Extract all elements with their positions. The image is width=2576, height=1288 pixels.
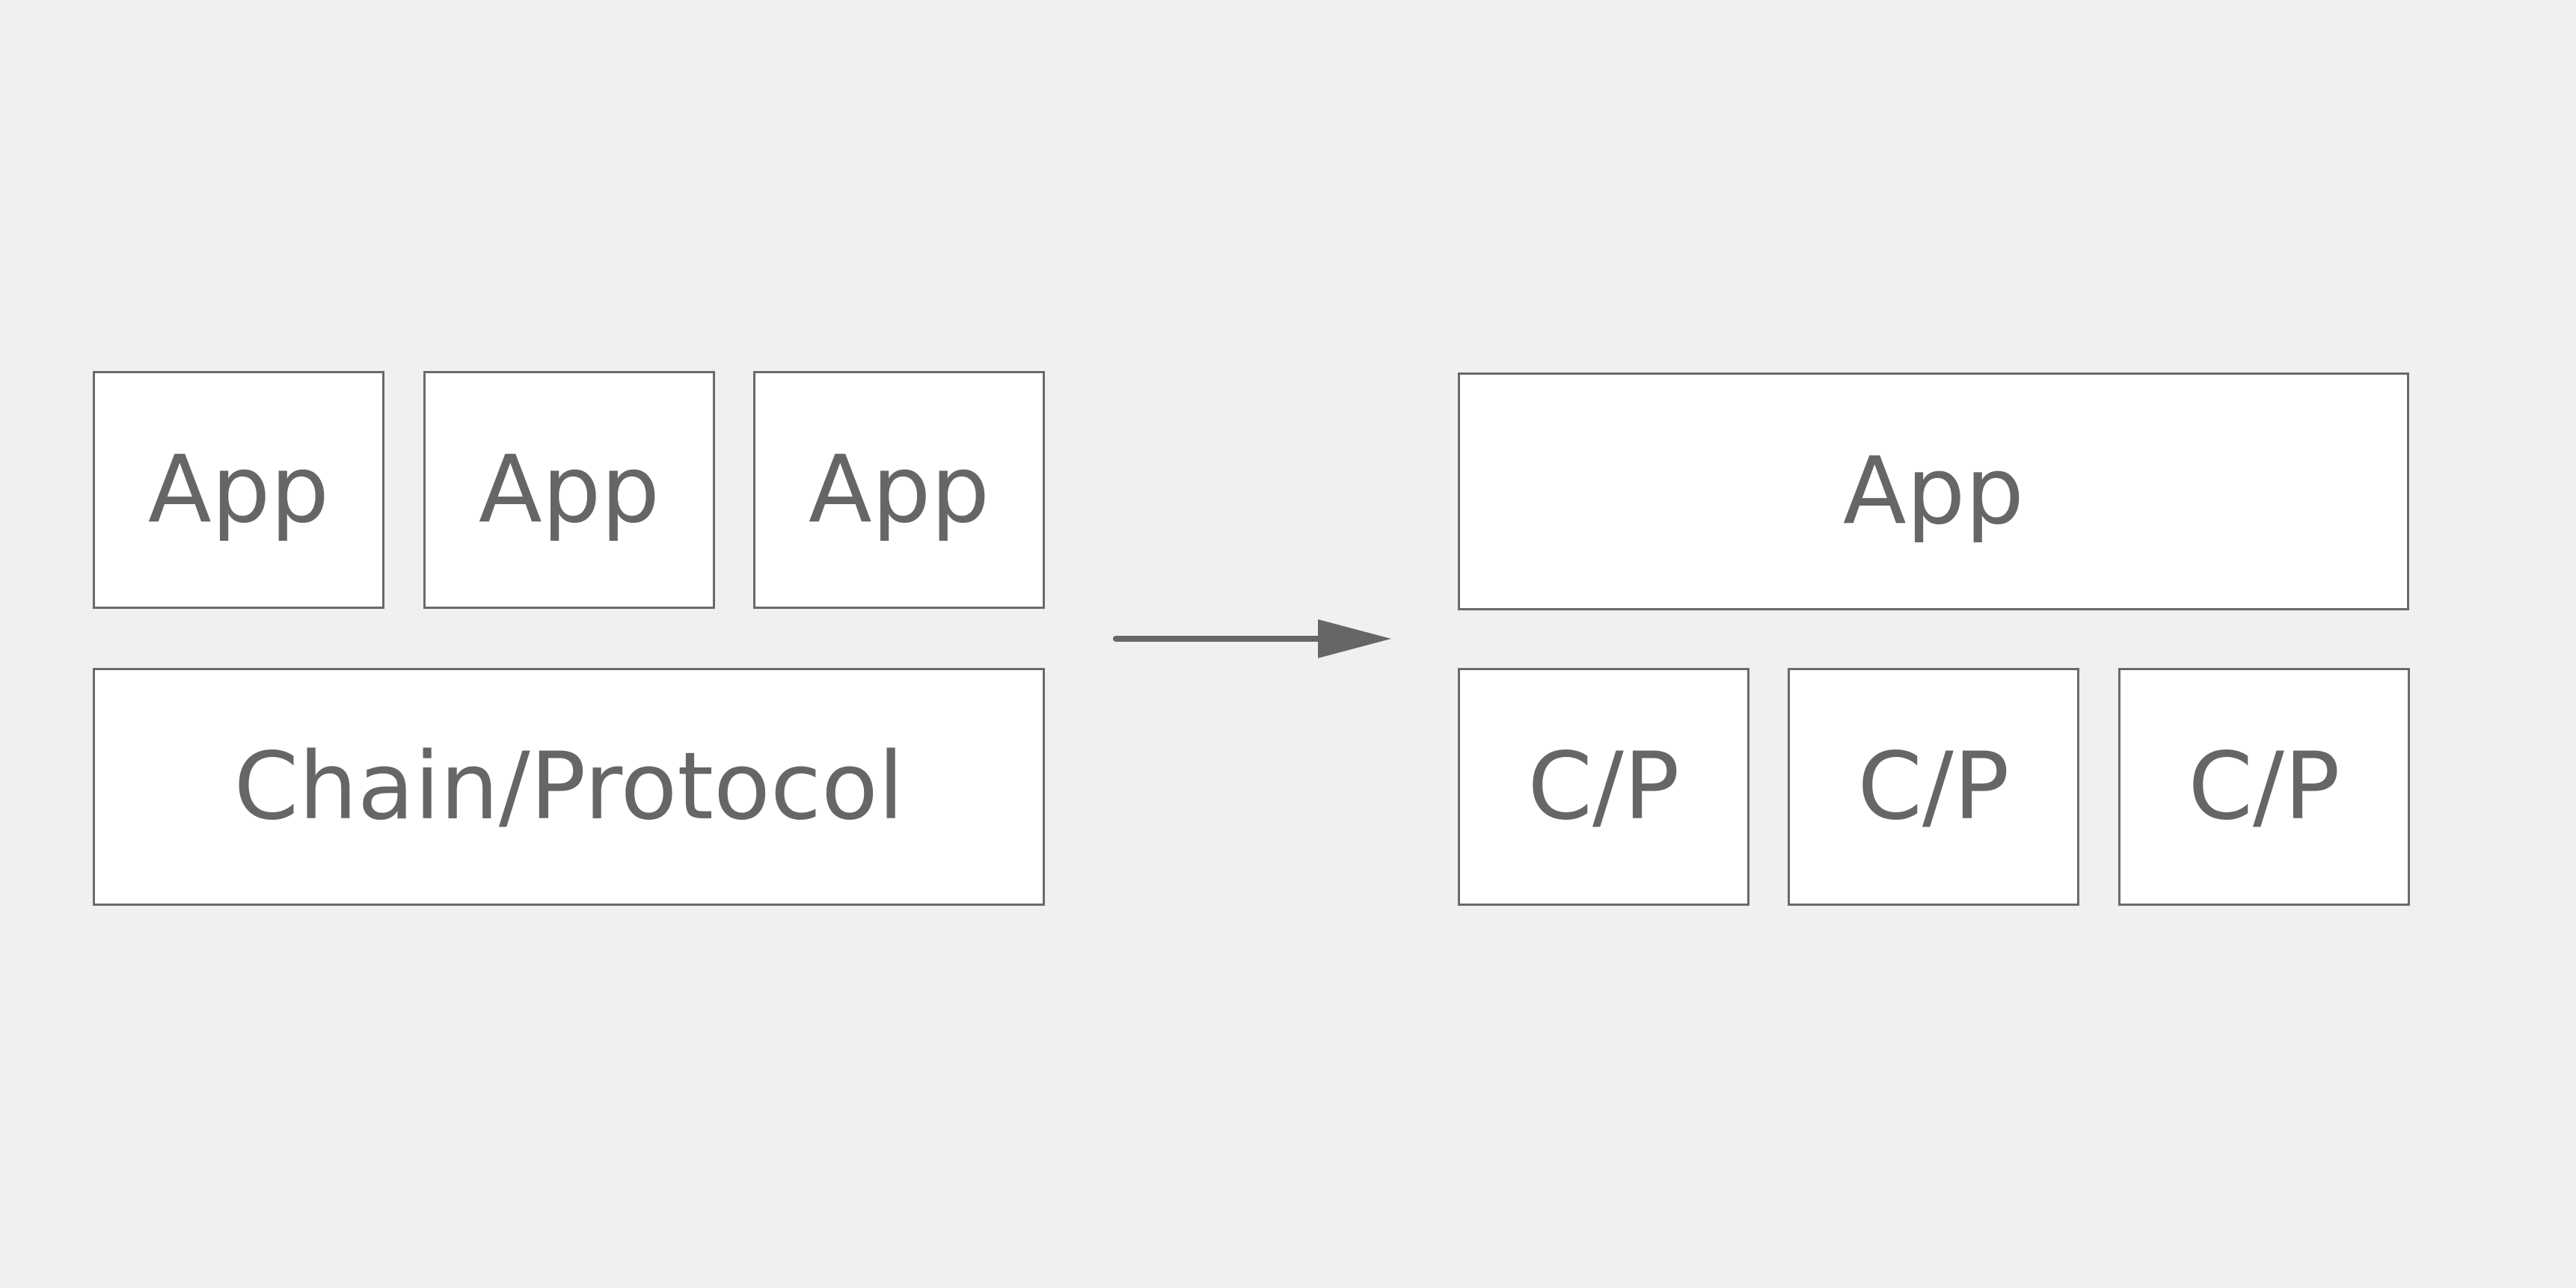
app-label: App	[478, 436, 660, 544]
chain-protocol-label: Chain/Protocol	[233, 733, 904, 841]
cp-box-3: C/P	[2118, 668, 2410, 906]
chain-protocol-box: Chain/Protocol	[93, 668, 1045, 906]
app-label: App	[147, 436, 330, 544]
cp-label: C/P	[1857, 733, 2010, 841]
cp-box-1: C/P	[1458, 668, 1749, 906]
app-wide-box: App	[1458, 372, 2409, 610]
app-box-2: App	[423, 371, 715, 609]
app-label: App	[1842, 438, 2025, 545]
cp-label: C/P	[1527, 733, 1680, 841]
arrow-head	[1318, 619, 1391, 658]
app-box-3: App	[753, 371, 1045, 609]
cp-box-2: C/P	[1788, 668, 2079, 906]
app-box-1: App	[93, 371, 384, 609]
app-label: App	[808, 436, 990, 544]
cp-label: C/P	[2188, 733, 2340, 841]
transition-arrow	[1113, 619, 1391, 658]
